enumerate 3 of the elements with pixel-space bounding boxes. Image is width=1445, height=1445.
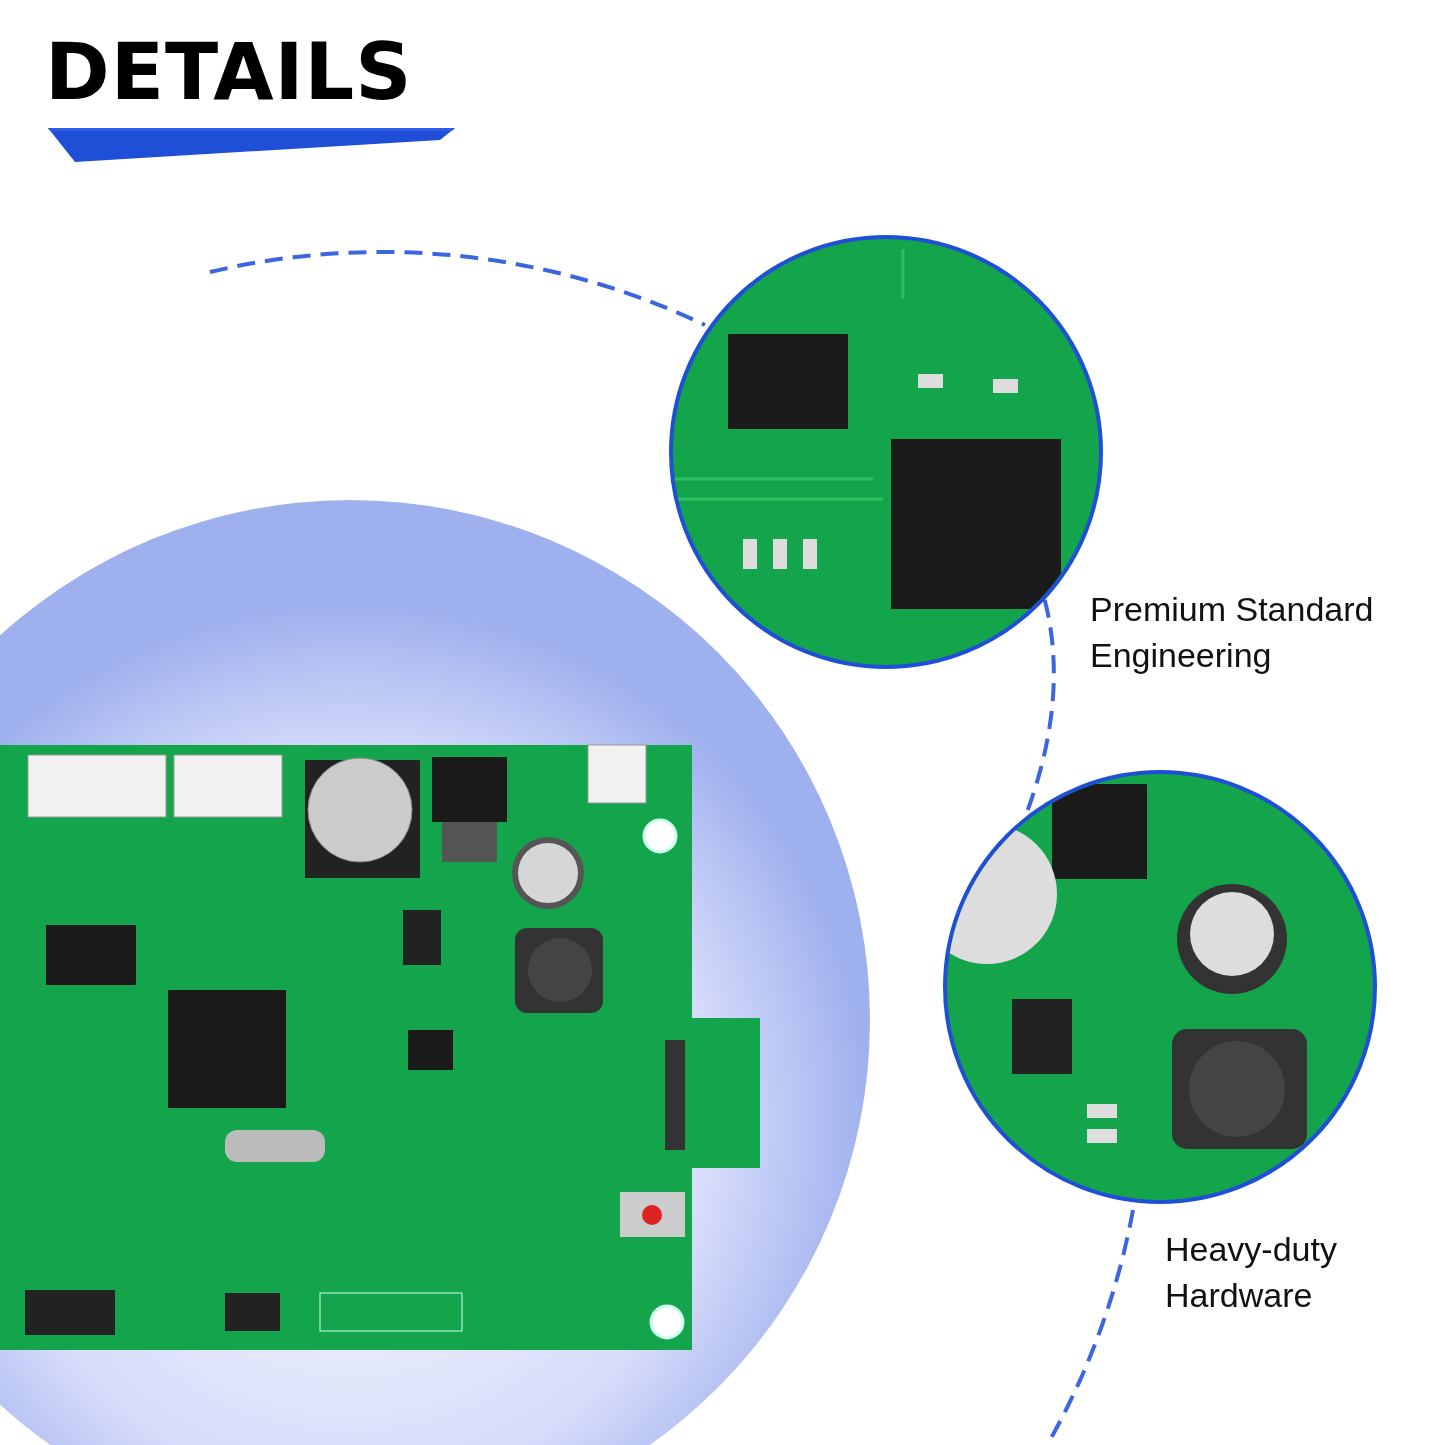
page-title: DETAILS bbox=[45, 30, 413, 116]
callout-caption: Premium Standard Engineering bbox=[1090, 589, 1375, 676]
callout-caption: Heavy-duty Hardware bbox=[1165, 1229, 1338, 1316]
